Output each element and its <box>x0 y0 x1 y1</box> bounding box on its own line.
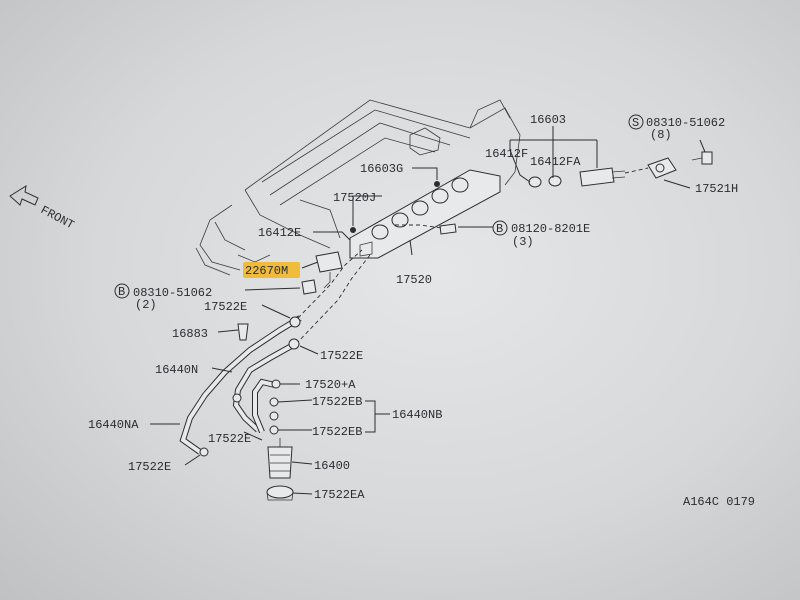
bracket-17521h <box>647 157 677 179</box>
bolt-08120 <box>439 223 457 235</box>
svg-text:S: S <box>632 116 639 130</box>
fuel-hoses <box>179 315 302 455</box>
engine-outline <box>195 99 521 276</box>
label-08310: 08310-51062 <box>133 286 212 300</box>
leader-lines <box>150 126 706 495</box>
clip-17520j <box>350 227 356 233</box>
circle-b-icon: B <box>492 220 508 236</box>
figure-code: A164C 0179 <box>683 495 755 509</box>
fuel-rail <box>349 169 501 259</box>
label-17520j: 17520J <box>333 191 376 205</box>
label-17520: 17520 <box>396 273 432 287</box>
highlight-marker <box>243 262 300 278</box>
label-16412fa: 16412FA <box>530 155 581 169</box>
label-16440n: 16440N <box>155 363 198 377</box>
label-17522e-d: 17522E <box>128 460 171 474</box>
sensor-22670m <box>315 251 343 289</box>
label-17522ea: 17522EA <box>314 488 365 502</box>
label-08120: 08120-8201E <box>511 222 590 236</box>
label-17520a: 17520+A <box>305 378 356 392</box>
label-08310-top: 08310-51062 <box>646 116 725 130</box>
label-16440nb: 16440NB <box>392 408 442 422</box>
label-08310-qty: (2) <box>135 298 157 312</box>
label-16440na: 16440NA <box>88 418 139 432</box>
label-17522e-a: 17522E <box>204 300 247 314</box>
label-16400: 16400 <box>314 459 350 473</box>
label-17521h: 17521H <box>695 182 738 196</box>
front-label: FRONT <box>38 203 76 232</box>
bolt-icon <box>691 151 713 165</box>
hose-clamps <box>199 316 301 457</box>
label-16412e: 16412E <box>258 226 301 240</box>
label-16883: 16883 <box>172 327 208 341</box>
label-16603: 16603 <box>530 113 566 127</box>
clip-16603g <box>434 181 440 187</box>
label-17522eb-b: 17522EB <box>312 425 362 439</box>
svg-text:B: B <box>496 222 503 236</box>
label-17522e-b: 17522E <box>320 349 363 363</box>
label-17522eb-a: 17522EB <box>312 395 362 409</box>
circle-s-icon: S <box>628 114 644 130</box>
front-arrow-icon <box>9 184 39 206</box>
fuel-filter <box>267 438 293 479</box>
label-17522e-c: 17522E <box>208 432 251 446</box>
label-16603g: 16603G <box>360 162 403 176</box>
circle-b-icon: B <box>114 283 130 299</box>
label-16412f: 16412F <box>485 147 528 161</box>
label-08310-top-qty: (8) <box>650 128 672 142</box>
bolt-08310 <box>301 279 317 295</box>
label-08120-qty: (3) <box>512 235 534 249</box>
svg-text:B: B <box>118 285 125 299</box>
fuel-injector <box>528 167 626 188</box>
label-22670m: 22670M <box>245 264 288 278</box>
filter-bracket <box>266 485 294 501</box>
